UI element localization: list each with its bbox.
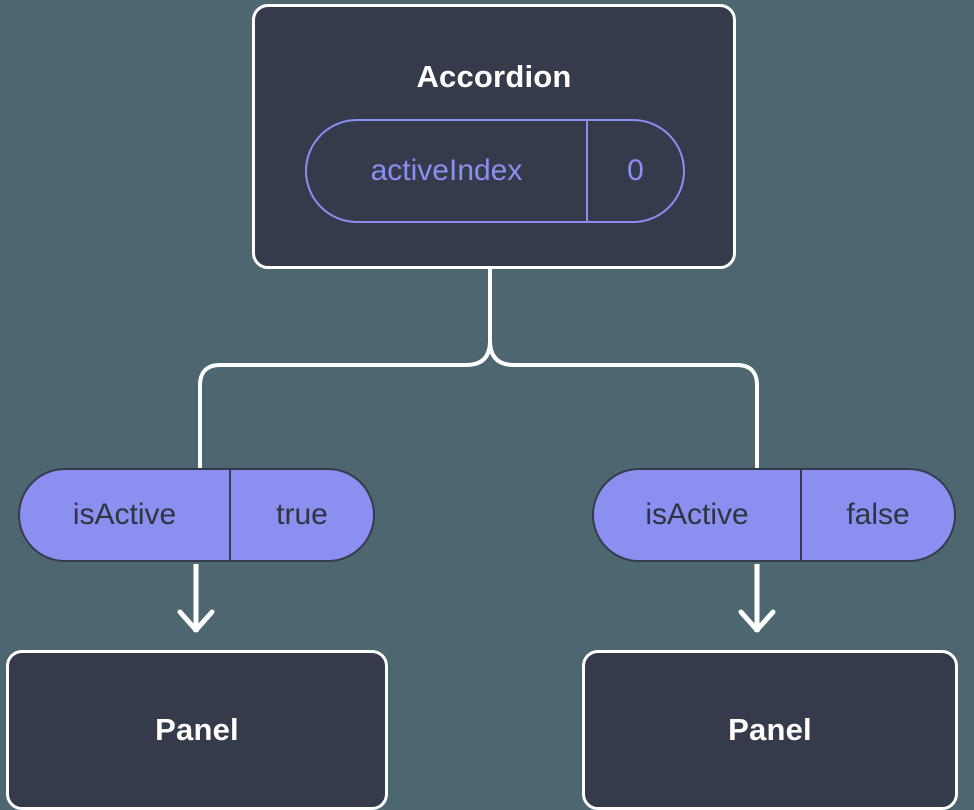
prop-pill-isactive-true-key: isActive bbox=[20, 470, 231, 560]
node-panel-left-title: Panel bbox=[155, 712, 239, 747]
connector-trunk-left bbox=[198, 339, 492, 470]
prop-pill-activeindex[interactable]: activeIndex 0 bbox=[305, 119, 685, 223]
prop-pill-activeindex-key: activeIndex bbox=[307, 121, 588, 221]
prop-pill-isactive-true-value: true bbox=[276, 498, 328, 531]
arrow-down-icon-left bbox=[177, 564, 215, 633]
connector-trunk bbox=[488, 267, 759, 470]
prop-pill-isactive-true[interactable]: isActive true bbox=[18, 468, 375, 562]
prop-pill-isactive-false-key: isActive bbox=[594, 470, 802, 560]
node-accordion-title: Accordion bbox=[416, 59, 572, 94]
prop-pill-activeindex-value: 0 bbox=[627, 154, 644, 187]
node-panel-right[interactable]: Panel bbox=[582, 650, 958, 810]
diagram-canvas: Accordion activeIndex 0 isActive true is… bbox=[6, 4, 958, 810]
node-panel-right-title: Panel bbox=[728, 712, 812, 747]
arrow-down-icon-right bbox=[738, 564, 776, 633]
prop-pill-isactive-false-value: false bbox=[846, 498, 910, 531]
prop-pill-isactive-false[interactable]: isActive false bbox=[592, 468, 956, 562]
node-panel-left[interactable]: Panel bbox=[6, 650, 388, 810]
